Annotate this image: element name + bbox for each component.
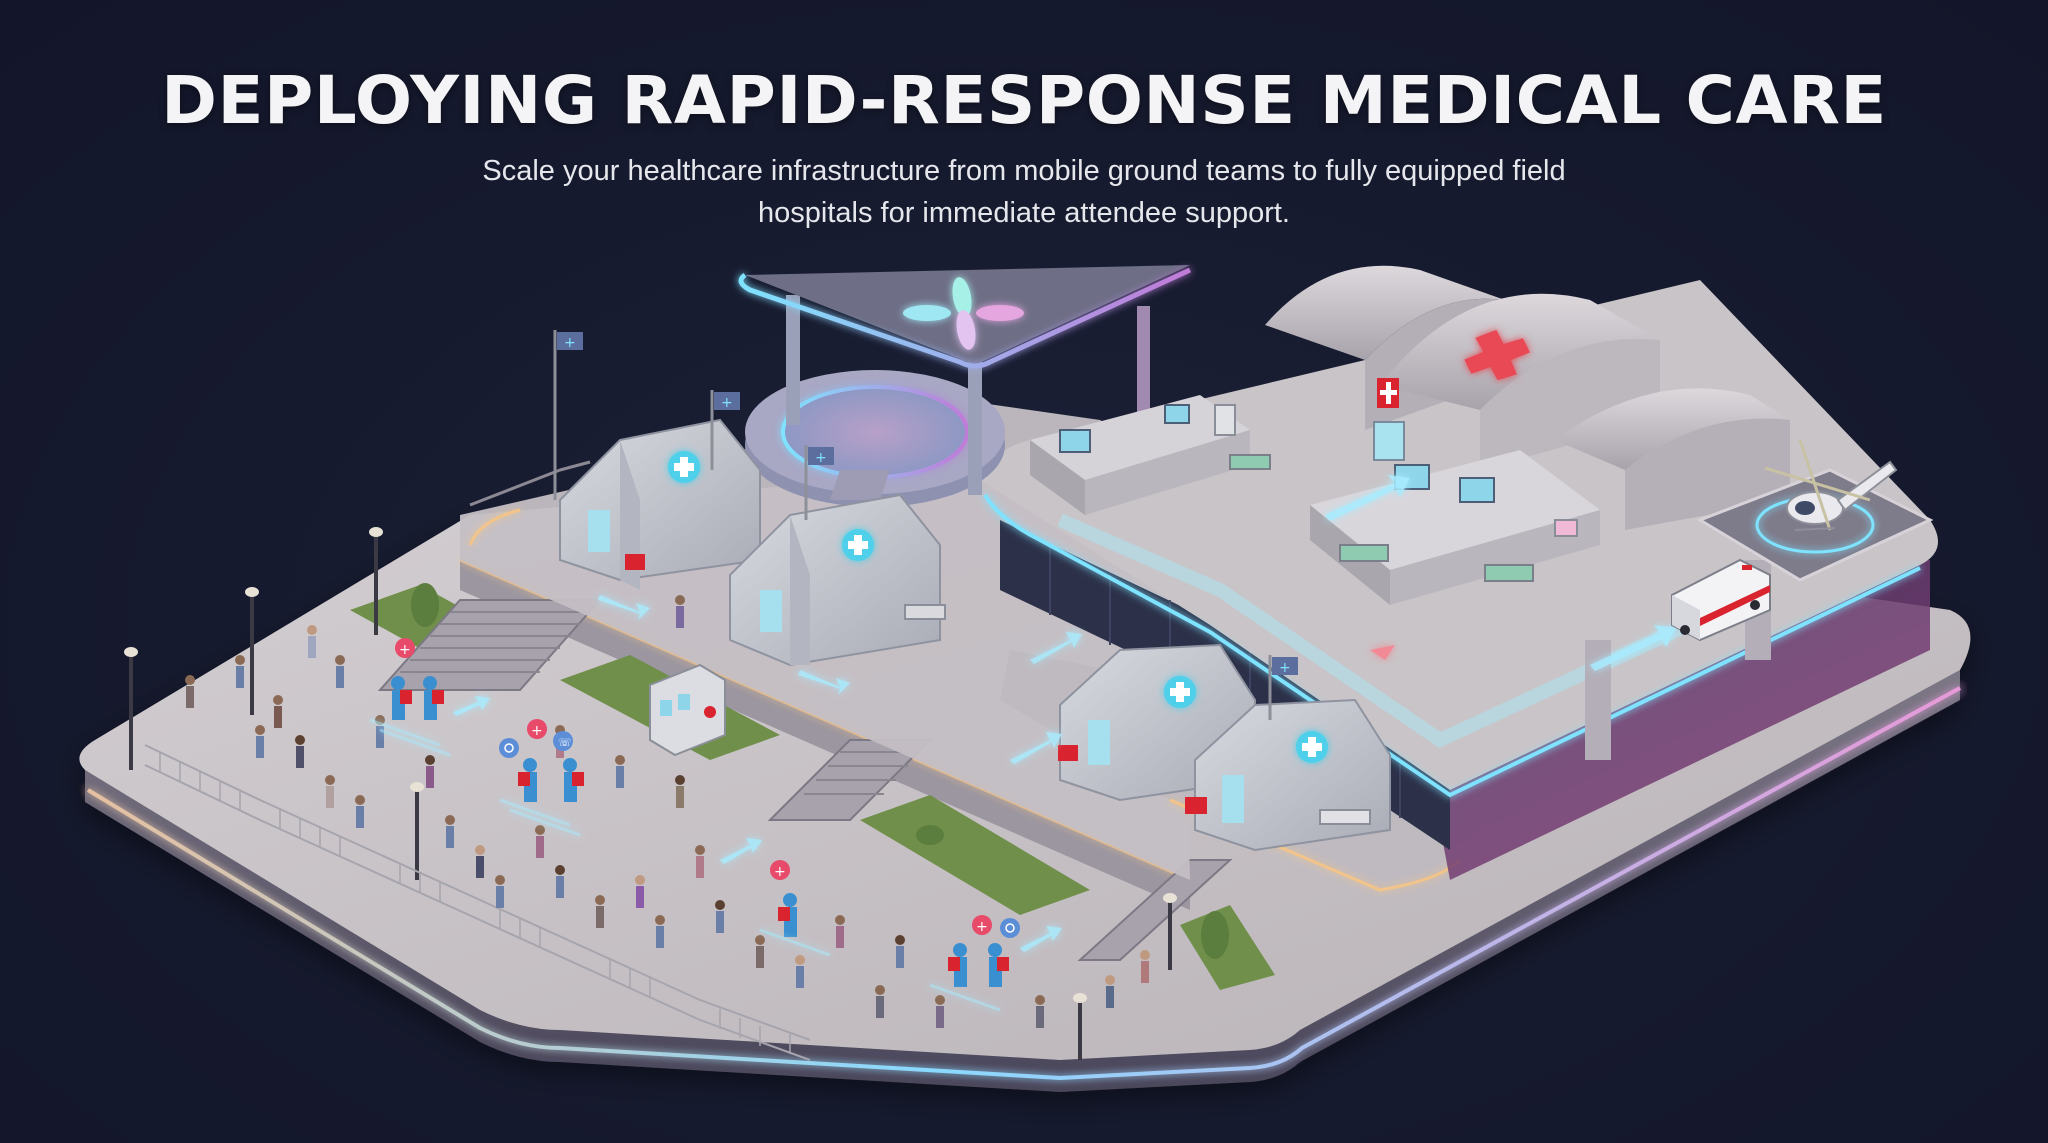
flow-arrow-icon xyxy=(1370,645,1395,660)
bed xyxy=(1339,544,1389,562)
street-lamp-icon xyxy=(124,527,1177,1060)
flow-arrow-icon xyxy=(598,595,1082,764)
medical-alert-bubble: + + + + xyxy=(395,638,992,935)
helipad xyxy=(1696,439,1934,582)
tent-door xyxy=(1222,775,1244,823)
page-title: DEPLOYING RAPID-RESPONSE MEDICAL CARE xyxy=(161,62,1887,139)
first-aid-kit xyxy=(1058,745,1078,761)
triage-tent xyxy=(729,493,946,667)
first-aid-kit xyxy=(1185,797,1207,814)
svg-text:+: + xyxy=(399,642,411,658)
svg-text:+: + xyxy=(1279,660,1291,676)
flow-arrow-icon xyxy=(453,696,1062,952)
tent-door xyxy=(1088,720,1110,765)
hospital-door xyxy=(1373,421,1405,461)
subtitle-line-2: hospitals for immediate attendee support… xyxy=(758,197,1290,229)
canopy-pillar xyxy=(1137,306,1150,416)
ambulance-icon xyxy=(1671,558,1771,642)
treatment-room xyxy=(1030,395,1271,515)
flow-arrow-icon xyxy=(1325,475,1676,671)
page-subtitle: Scale your healthcare infrastructure fro… xyxy=(0,150,2048,234)
bed xyxy=(1484,564,1534,582)
grass-strip xyxy=(860,795,1090,915)
svg-text:+: + xyxy=(564,335,576,351)
central-canopy xyxy=(738,265,1192,507)
bed xyxy=(1229,454,1271,470)
medical-cross-icon xyxy=(1464,329,1530,381)
svg-text:+: + xyxy=(774,864,786,880)
svg-text:+: + xyxy=(976,919,988,935)
svg-text:+: + xyxy=(815,450,827,466)
svg-text:☏: ☏ xyxy=(558,736,572,749)
supply-kiosk xyxy=(649,663,726,757)
svg-text:+: + xyxy=(531,723,543,739)
field-hospital xyxy=(1030,265,1790,671)
tent-door xyxy=(760,590,782,632)
canopy-pillar xyxy=(786,295,800,425)
first-aid-kit xyxy=(625,554,645,570)
attendee-crowd: + + + + ☏ xyxy=(185,595,1150,1028)
subtitle-line-1: Scale your healthcare infrastructure fro… xyxy=(482,155,1566,187)
helicopter-icon xyxy=(1764,439,1898,531)
treatment-room xyxy=(1310,450,1600,605)
crowd-barrier xyxy=(144,744,811,1061)
canopy-logo-icon xyxy=(903,277,1024,350)
triage-tent xyxy=(1185,698,1391,852)
mobile-medic-team xyxy=(391,676,1009,987)
triage-tent xyxy=(559,418,761,590)
triage-tents: + + + + xyxy=(553,330,1391,852)
svg-text:+: + xyxy=(721,395,733,411)
tent-door xyxy=(588,510,610,552)
phone-bubble-icon: ☏ xyxy=(553,731,573,751)
stretcher xyxy=(1319,809,1371,825)
flag-icon: + + + + xyxy=(553,330,1298,720)
chat-bubble-icon xyxy=(499,738,1020,938)
